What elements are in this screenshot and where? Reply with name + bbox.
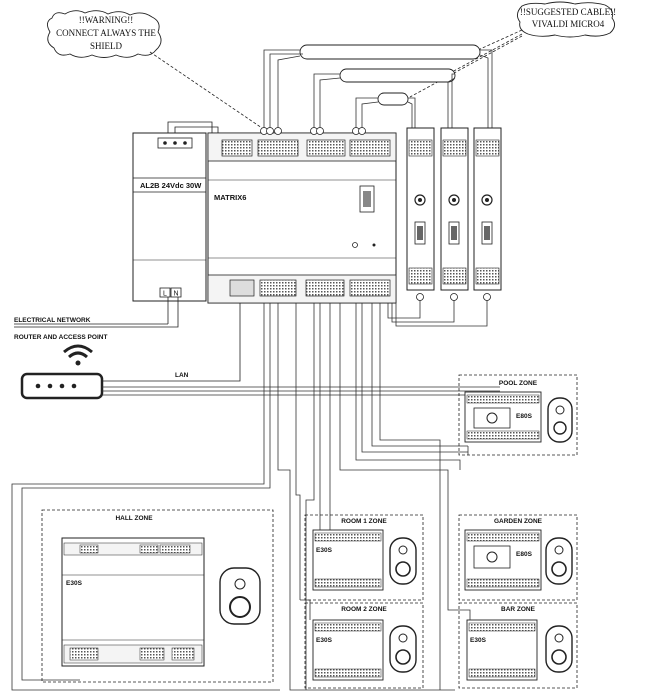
psu-output-wire	[167, 121, 213, 140]
hall-zone-title: HALL ZONE	[115, 515, 153, 522]
garden-device-label: E80S	[516, 551, 533, 558]
cable-line-1: !!SUGGESTED CABLE!!	[520, 7, 616, 17]
room1-sensor	[389, 537, 417, 585]
garden-zone: GARDEN ZONE E80S	[458, 514, 578, 601]
room2-zone-title: ROOM 2 ZONE	[341, 606, 387, 613]
cable-callout: !!SUGGESTED CABLE!! VIVALDI MICRO4	[517, 1, 616, 38]
cable-line-2: VIVALDI MICRO4	[532, 19, 605, 29]
warning-pointer	[149, 51, 263, 129]
hall-sensor	[219, 567, 261, 625]
warning-line-2: CONNECT ALWAYS THE	[56, 28, 156, 38]
room2-device-label: E30S	[316, 637, 333, 644]
room2-zone: ROOM 2 ZONE E30S	[304, 602, 424, 689]
room1-device-label: E30S	[316, 547, 333, 554]
terminal-l: L	[163, 291, 167, 298]
matrix6-controller: MATRIX6	[207, 132, 397, 304]
lan-cable	[102, 303, 241, 382]
pool-zone-title: POOL ZONE	[499, 380, 538, 387]
din-module-1	[406, 127, 435, 291]
bar-sensor	[545, 625, 573, 673]
pool-device-label: E80S	[516, 413, 533, 420]
bus-lines	[102, 386, 500, 396]
controller-label: MATRIX6	[214, 193, 246, 202]
cable-pointers	[409, 29, 523, 98]
cable-wires	[263, 49, 493, 128]
power-supply: AL2B 24Vdc 30W L N	[132, 132, 207, 302]
lan-label: LAN	[175, 372, 189, 379]
garden-zone-title: GARDEN ZONE	[494, 518, 543, 525]
router-icon	[20, 344, 104, 400]
router-label: ROUTER AND ACCESS POINT	[14, 334, 107, 341]
room1-zone: ROOM 1 ZONE E30S	[304, 514, 424, 601]
room1-zone-title: ROOM 1 ZONE	[341, 518, 387, 525]
controller-top-terminals	[221, 139, 391, 157]
din-module-2	[440, 127, 469, 291]
bar-device-label: E30S	[470, 637, 487, 644]
shielded-cables	[299, 44, 481, 106]
warning-callout: !!WARNING!! CONNECT ALWAYS THE SHIELD	[47, 10, 162, 58]
warning-line-3: SHIELD	[90, 41, 122, 51]
zone-feed-wires	[300, 446, 471, 690]
terminal-n: N	[173, 291, 178, 298]
hall-device-label: E30S	[66, 580, 83, 587]
room2-sensor	[389, 625, 417, 673]
controller-drop-wires	[11, 300, 488, 691]
garden-sensor	[545, 537, 573, 585]
bar-zone-title: BAR ZONE	[501, 606, 536, 613]
warning-line-1: !!WARNING!!	[79, 15, 133, 25]
hall-zone: HALL ZONE E30S	[41, 509, 274, 683]
pool-zone: POOL ZONE E80S	[458, 374, 578, 456]
bar-zone: BAR ZONE E30S	[458, 602, 578, 689]
electrical-network-label: ELECTRICAL NETWORK	[14, 317, 91, 324]
hall-device	[61, 537, 205, 667]
controller-bottom-terminals	[229, 279, 391, 297]
power-supply-label: AL2B 24Vdc 30W	[140, 181, 202, 190]
din-module-3	[473, 127, 502, 291]
module-bottom-ferrules	[416, 293, 491, 301]
pool-sensor	[547, 397, 573, 443]
controller-top-ferrules	[260, 127, 366, 135]
